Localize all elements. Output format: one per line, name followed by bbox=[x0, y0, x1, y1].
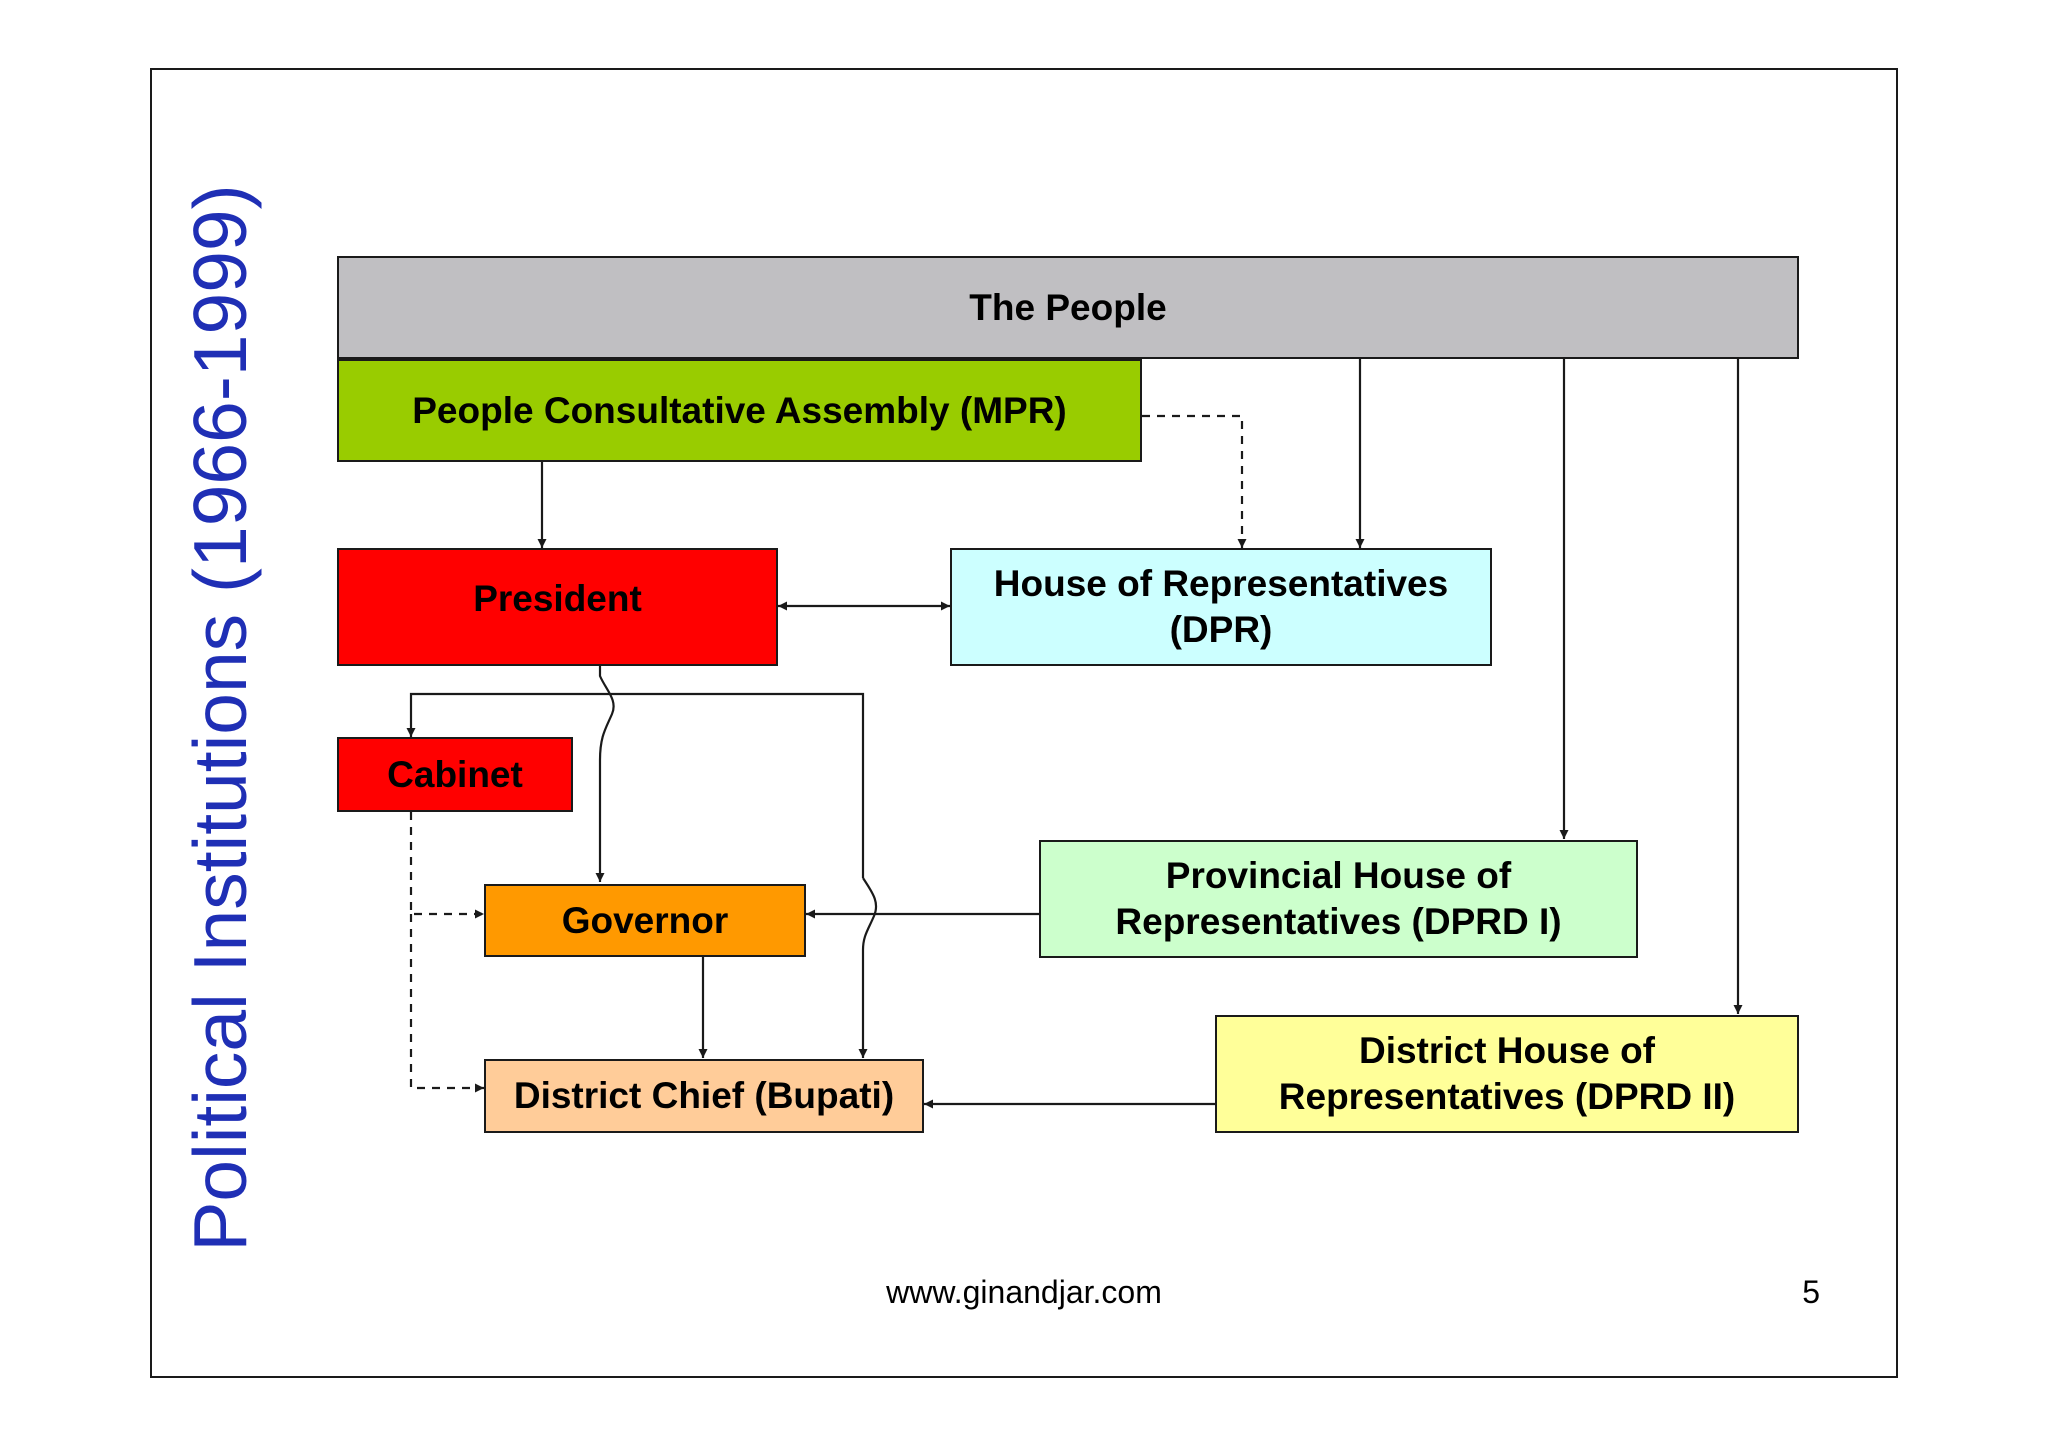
edge-cabinet-governor-dashed bbox=[409, 812, 484, 919]
node-dprd-ii-label-line1: District House of bbox=[1358, 1030, 1656, 1071]
node-mpr: People Consultative Assembly (MPR) bbox=[337, 359, 1142, 462]
node-bupati: District Chief (Bupati) bbox=[484, 1059, 924, 1133]
edge-president-governor bbox=[595, 666, 615, 882]
node-bupati-label: District Chief (Bupati) bbox=[513, 1075, 895, 1116]
node-dprd-i-label-line1: Provincial House of bbox=[1165, 855, 1512, 896]
node-governor: Governor bbox=[484, 884, 806, 957]
node-dpr-label-line1: House of Representatives bbox=[993, 563, 1449, 604]
edge-president-bus bbox=[620, 692, 865, 878]
edge-cabinet-bupati-dashed bbox=[409, 914, 484, 1093]
edge-president-cabinet bbox=[406, 692, 620, 737]
footer-url: www.ginandjar.com bbox=[886, 1274, 1162, 1310]
node-dprd-ii-label-line2: Representatives (DPRD II) bbox=[1278, 1076, 1736, 1117]
node-dpr-label-line2: (DPR) bbox=[1169, 609, 1273, 650]
node-dprd-i-label-line2: Representatives (DPRD I) bbox=[1115, 901, 1562, 942]
node-president-label: President bbox=[473, 578, 642, 619]
node-president: President bbox=[337, 548, 778, 666]
node-mpr-label: People Consultative Assembly (MPR) bbox=[412, 389, 1067, 431]
node-cabinet: Cabinet bbox=[337, 737, 573, 812]
node-dpr: House of Representatives (DPR) bbox=[950, 548, 1492, 666]
page-number: 5 bbox=[1802, 1274, 1820, 1310]
edge-mpr-dpr-dashed bbox=[1142, 414, 1247, 548]
node-dprd-i: Provincial House of Representatives (DPR… bbox=[1039, 840, 1638, 958]
node-the-people: The People bbox=[337, 256, 1799, 359]
node-dprd-ii: District House of Representatives (DPRD … bbox=[1215, 1015, 1799, 1133]
node-governor-label: Governor bbox=[561, 899, 729, 941]
node-cabinet-label: Cabinet bbox=[387, 753, 523, 795]
edge-president-bupati bbox=[858, 877, 878, 1058]
node-the-people-label: The People bbox=[969, 286, 1167, 328]
